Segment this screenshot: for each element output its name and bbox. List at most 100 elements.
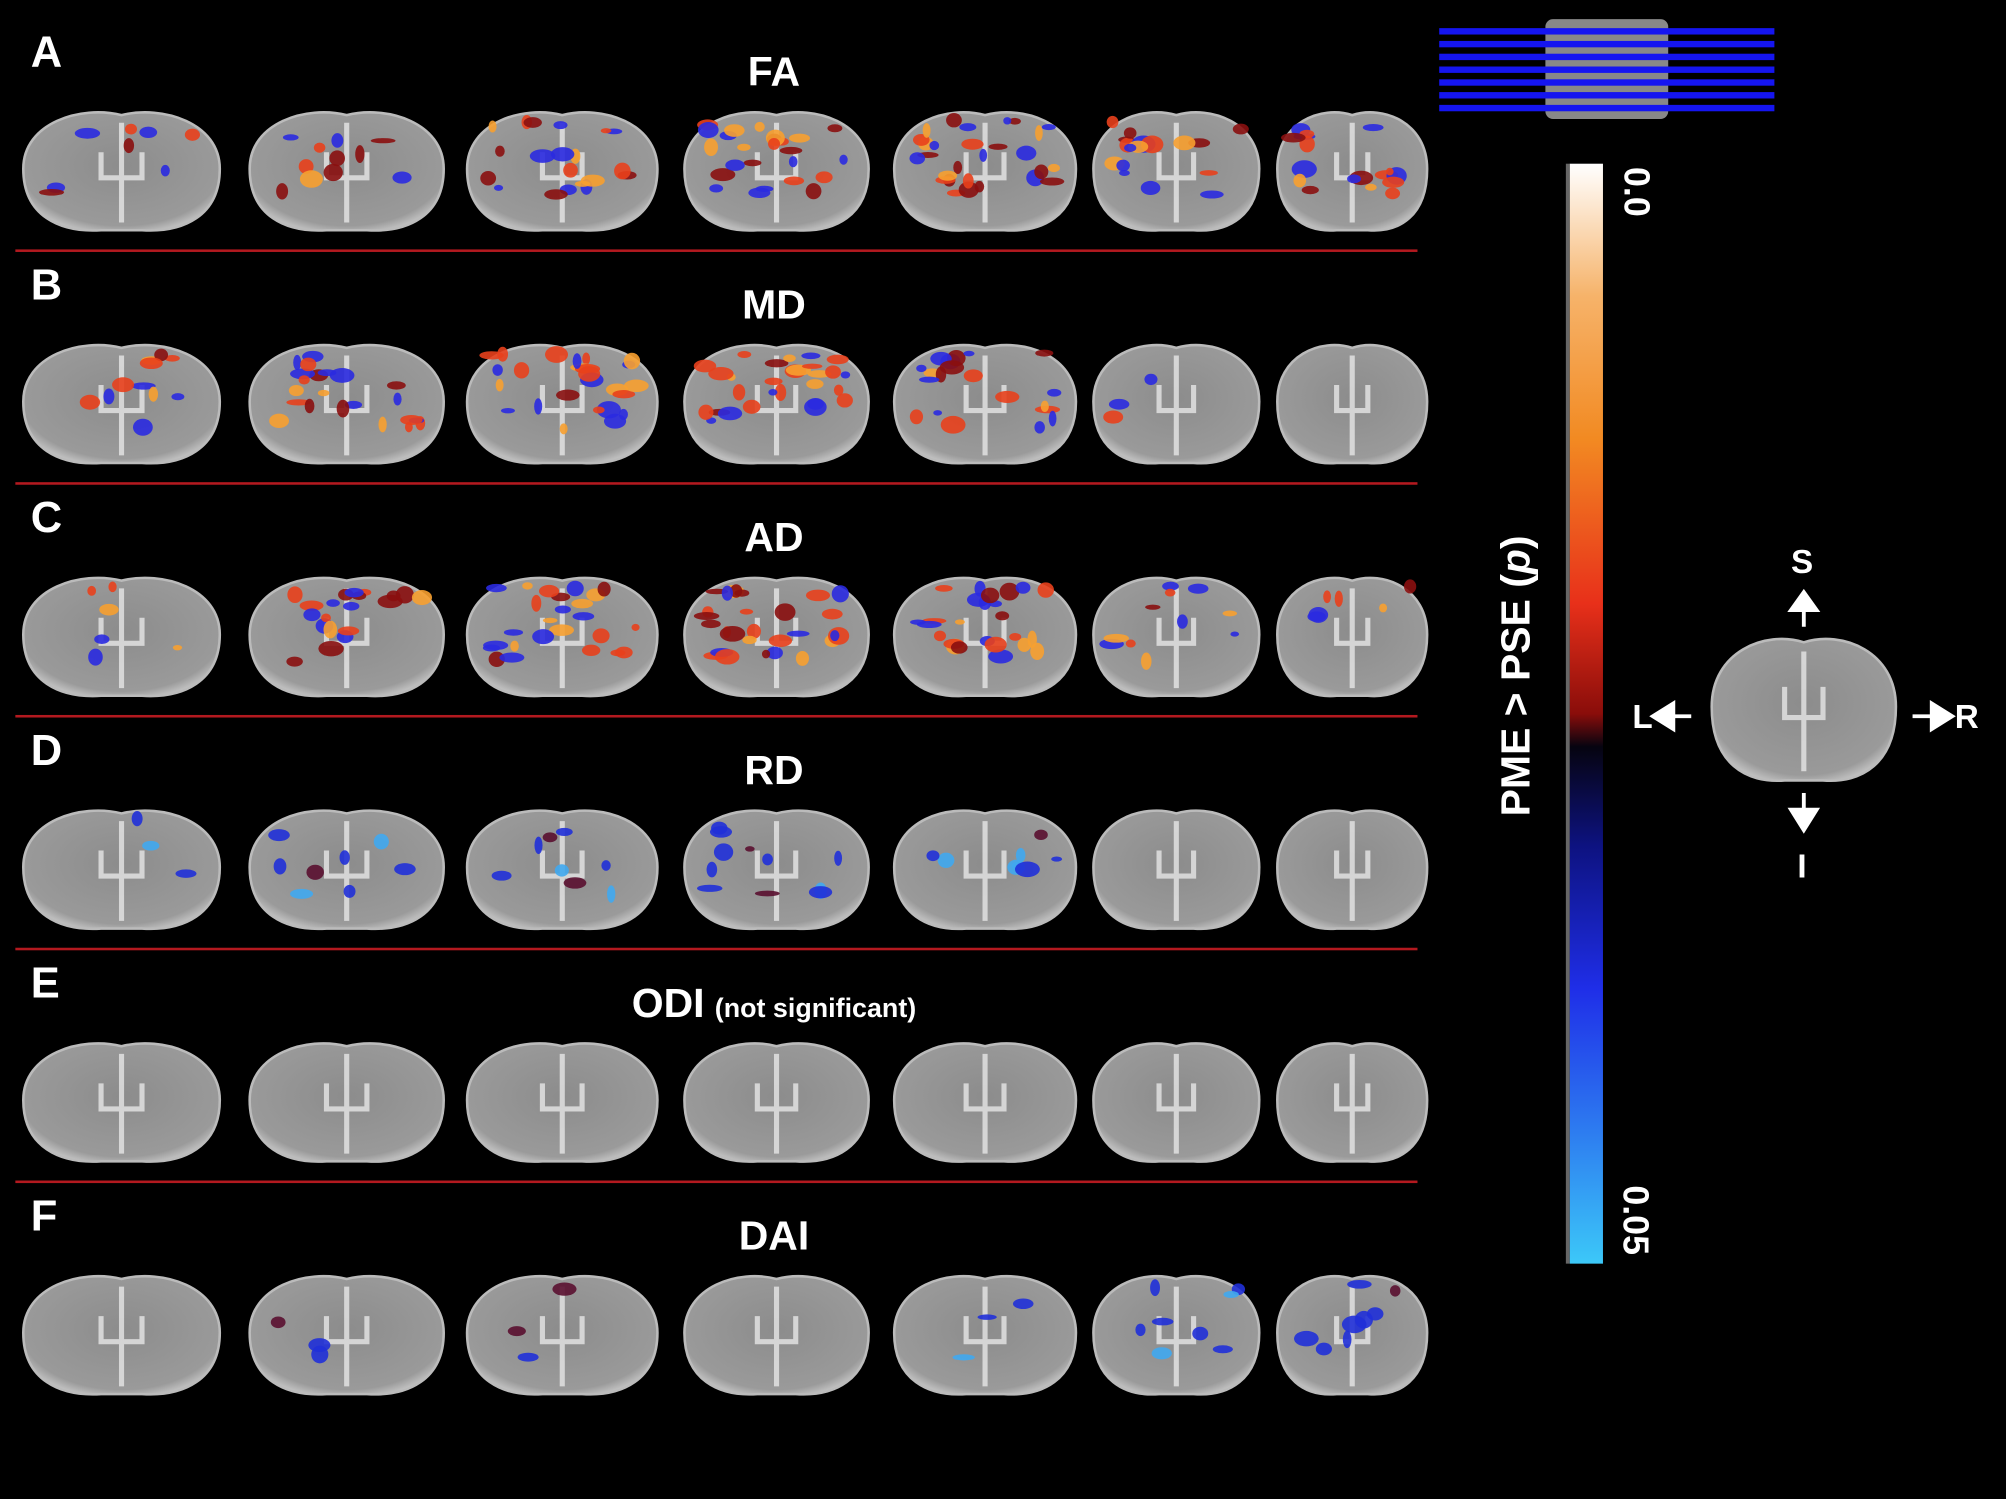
metric-note: (not significant) — [714, 993, 917, 1024]
activation-cluster — [1294, 1330, 1319, 1347]
activation-cluster — [693, 612, 720, 620]
activation-cluster — [805, 589, 831, 602]
white-matter — [963, 122, 1007, 223]
colorbar-title-suffix: ) — [1492, 535, 1539, 550]
activation-cluster — [926, 850, 940, 862]
brain-slice — [683, 111, 870, 232]
activation-cluster — [510, 640, 519, 652]
activation-cluster — [697, 121, 719, 138]
activation-cluster — [1403, 579, 1417, 594]
panel-letter: C — [30, 493, 63, 543]
activation-cluster — [696, 884, 723, 892]
activation-cluster — [730, 584, 743, 598]
metric-name: AD — [744, 514, 804, 561]
activation-cluster — [1135, 1323, 1146, 1337]
activation-cluster — [742, 399, 761, 414]
activation-cluster — [99, 603, 119, 616]
activation-cluster — [480, 170, 497, 186]
activation-cluster — [961, 138, 984, 150]
activation-cluster — [411, 590, 433, 606]
activation-cluster — [1151, 1317, 1174, 1326]
activation-cluster — [995, 611, 1010, 621]
activation-cluster — [386, 381, 406, 390]
activation-cluster — [94, 634, 110, 644]
panel-b: B MD — [0, 233, 1433, 485]
activation-cluster — [1144, 373, 1158, 386]
activation-cluster — [808, 886, 833, 899]
activation-cluster — [1016, 145, 1037, 161]
activation-cluster — [39, 188, 65, 196]
activation-cluster — [1223, 1291, 1239, 1298]
white-matter — [1334, 355, 1371, 456]
activation-cluster — [559, 423, 568, 435]
activation-cluster — [336, 399, 350, 418]
white-matter — [98, 588, 145, 689]
brain-slice — [248, 1274, 445, 1396]
activation-cluster — [801, 352, 821, 360]
activation-cluster — [1039, 177, 1065, 186]
activation-cluster — [323, 620, 338, 639]
panel-letter: D — [30, 726, 63, 776]
panel-d: D RD — [0, 698, 1433, 951]
brain-slice — [892, 576, 1078, 698]
white-matter — [539, 355, 585, 456]
white-matter — [963, 821, 1007, 921]
brain-slice — [465, 576, 659, 698]
panel-title: ODI(not significant) — [0, 980, 1548, 1027]
activation-cluster — [717, 406, 743, 421]
activation-cluster — [721, 585, 733, 601]
activation-cluster — [1192, 1326, 1209, 1341]
activation-cluster — [488, 120, 497, 133]
white-matter — [323, 821, 370, 921]
activation-cluster — [963, 350, 975, 357]
activation-cluster — [748, 187, 771, 199]
activation-cluster — [704, 138, 718, 157]
activation-cluster — [343, 884, 356, 898]
activation-cluster — [1347, 1279, 1372, 1289]
activation-cluster — [836, 393, 853, 408]
colorbar-bottom-label: 0.05 — [1615, 1185, 1656, 1256]
colorbar-title-prefix: PME > PSE ( — [1492, 574, 1539, 817]
panel-separator — [15, 1180, 1418, 1184]
activation-cluster — [732, 384, 746, 401]
activation-cluster — [373, 833, 389, 850]
activation-cluster — [833, 384, 844, 396]
activation-cluster — [329, 150, 345, 167]
activation-cluster — [742, 635, 757, 645]
activation-cluster — [1015, 581, 1031, 594]
activation-cluster — [282, 134, 299, 141]
activation-cluster — [619, 408, 628, 420]
activation-cluster — [154, 348, 169, 362]
activation-cluster — [139, 126, 158, 139]
white-matter — [98, 1286, 145, 1387]
activation-cluster — [839, 154, 848, 165]
activation-cluster — [184, 128, 201, 141]
activation-cluster — [1334, 590, 1343, 607]
activation-cluster — [1341, 1315, 1367, 1334]
white-matter — [98, 821, 145, 921]
right-label: R — [1954, 697, 1979, 736]
activation-cluster — [1164, 588, 1176, 597]
activation-cluster — [979, 148, 988, 162]
activation-cluster — [714, 649, 740, 665]
white-matter — [323, 1286, 370, 1387]
activation-cluster — [1177, 614, 1188, 629]
activation-cluster — [1366, 1307, 1384, 1321]
activation-cluster — [805, 183, 822, 200]
activation-cluster — [988, 143, 1008, 150]
activation-cluster — [1035, 349, 1054, 357]
activation-cluster — [959, 123, 977, 132]
activation-cluster — [304, 398, 315, 414]
brain-slice — [1276, 1274, 1429, 1396]
brain-slice — [465, 343, 659, 465]
activation-cluster — [1037, 582, 1054, 598]
white-matter — [1156, 355, 1197, 456]
activation-cluster — [940, 415, 966, 434]
activation-cluster — [938, 170, 958, 181]
activation-cluster — [1151, 1347, 1172, 1360]
activation-cluster — [612, 390, 636, 399]
activation-cluster — [783, 354, 796, 362]
brain-slice — [683, 343, 870, 465]
activation-cluster — [954, 619, 965, 625]
activation-cluster — [1034, 829, 1048, 841]
